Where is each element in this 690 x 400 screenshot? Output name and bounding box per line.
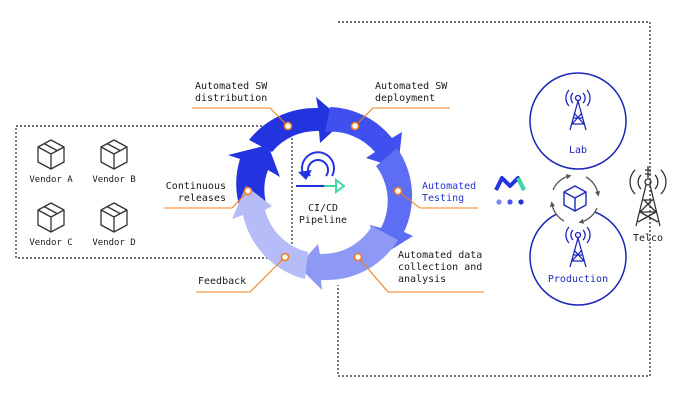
ring-arrow-top bbox=[249, 97, 344, 152]
brand-logo-icon bbox=[494, 176, 526, 205]
tower-icon bbox=[629, 166, 667, 227]
antenna-icon bbox=[565, 226, 591, 268]
label-data-collection: Automated data collection and analysis bbox=[398, 250, 483, 285]
label-testing: Automated Testing bbox=[422, 181, 477, 204]
antenna-icon bbox=[565, 89, 591, 131]
vendor-label: Vendor B bbox=[92, 175, 136, 185]
label-distribution: Automated SW distribution bbox=[195, 81, 268, 104]
telco-label: Telco bbox=[632, 233, 664, 244]
box-icon bbox=[563, 185, 587, 212]
box-icon bbox=[100, 139, 128, 170]
cycle-ring bbox=[228, 97, 413, 290]
production-circle bbox=[529, 208, 627, 306]
cycle-icon bbox=[296, 151, 346, 194]
box-icon bbox=[100, 202, 128, 233]
vendor-label: Vendor D bbox=[92, 238, 136, 248]
vendor-boundary bbox=[15, 125, 293, 259]
operator-boundary bbox=[337, 21, 651, 377]
production-label: Production bbox=[547, 274, 609, 285]
stage-markers bbox=[243, 121, 403, 262]
label-feedback: Feedback bbox=[198, 276, 247, 287]
ring-arrow-data bbox=[298, 226, 398, 290]
lab-label: Lab bbox=[568, 145, 588, 156]
ring-arrow-testing bbox=[370, 148, 413, 256]
center-title-line1: CI/CD bbox=[307, 203, 339, 214]
center-title-line2: Pipeline bbox=[298, 215, 348, 226]
exchange-cycle bbox=[549, 174, 601, 224]
box-icon bbox=[37, 202, 65, 233]
ring-arrow-deployment bbox=[325, 107, 402, 168]
box-icon bbox=[37, 139, 65, 170]
leader-lines bbox=[164, 107, 484, 293]
ring-arrow-distribution bbox=[228, 145, 280, 205]
vendor-icons bbox=[37, 139, 128, 233]
vendor-label: Vendor C bbox=[29, 238, 73, 248]
label-deployment: Automated SW deployment bbox=[375, 81, 448, 104]
vendor-label: Vendor A bbox=[29, 175, 73, 185]
ring-arrow-feedback bbox=[232, 186, 308, 279]
label-releases: Continuous releases bbox=[165, 181, 226, 204]
lab-circle bbox=[529, 72, 627, 170]
